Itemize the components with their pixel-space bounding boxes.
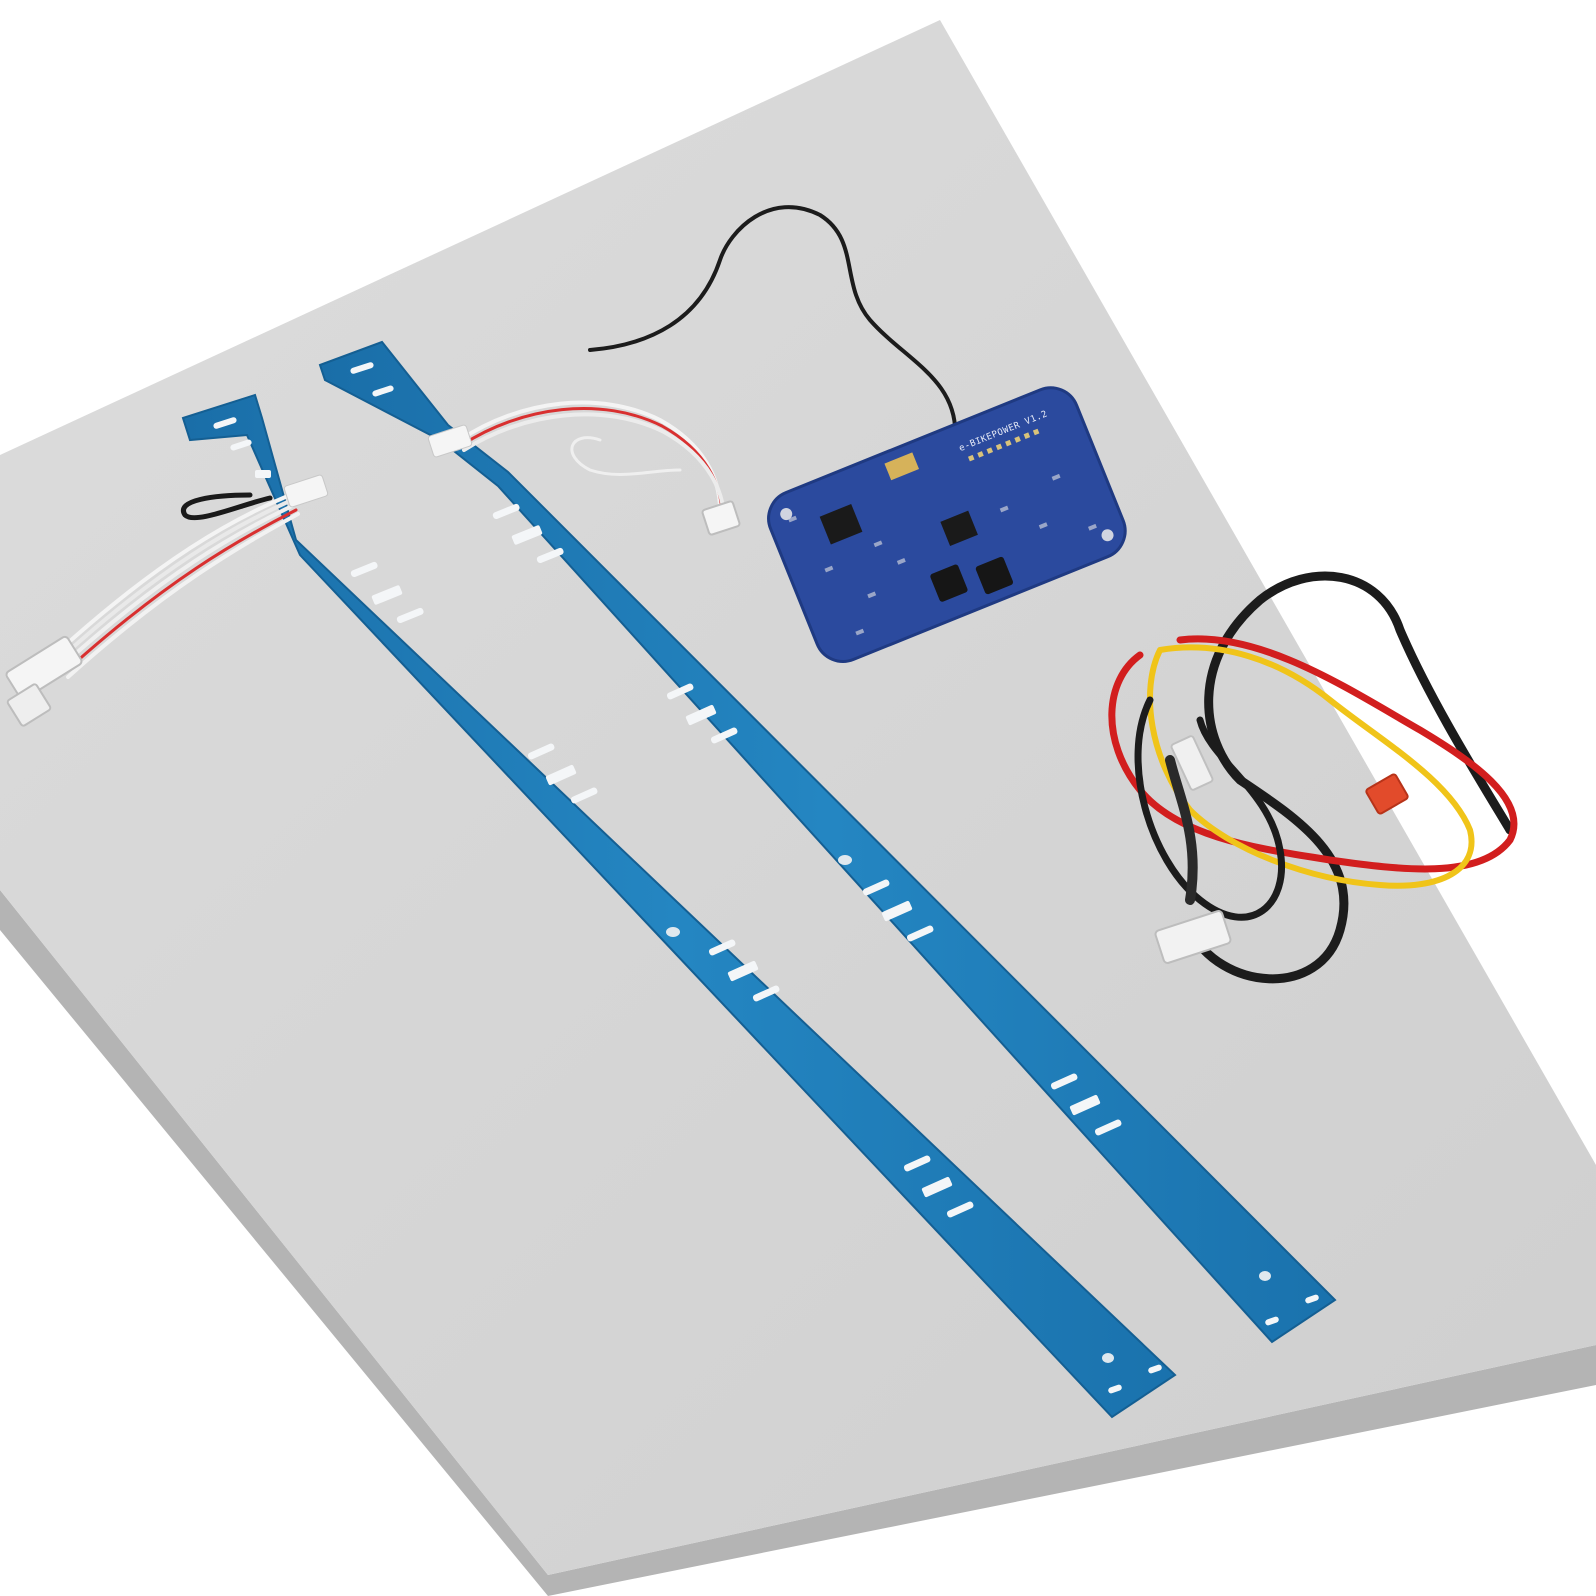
wiring-harness [1108,571,1518,984]
right-strip-slots [350,362,1319,1326]
harness-connector-white [1154,910,1232,964]
right-sensor-strip [318,340,1337,1344]
harness-connector-red [1365,773,1409,815]
left-sensor-strip [181,393,1177,1419]
bms-chip-driver [940,510,978,546]
harness-black-wire-2 [1134,696,1285,921]
right-strip-hole-end [1259,1271,1271,1281]
bms-controller-board: e-BIKEPOWER V1.2 [588,205,1127,663]
bms-antenna-pad [884,452,920,481]
right-strip-wires [458,400,726,522]
bms-chip-main [819,503,863,545]
bms-smd-parts [788,473,1097,636]
bms-pin-header [967,428,1040,462]
left-strip-wires [58,492,300,679]
right-strip-body [318,340,1337,1344]
harness-black-loop [1185,571,1515,984]
bms-mosfet-2 [975,556,1014,595]
bms-mount-hole-1 [780,508,793,521]
right-strip-plug [701,500,741,536]
left-strip-plug-tip [6,683,52,727]
left-strip-connector-board [283,474,329,508]
bms-mount-hole-2 [1101,529,1114,542]
harness-connector-small [1170,735,1214,791]
harness-bundle [1165,755,1198,905]
right-strip-connector-board [427,424,473,458]
right-strip-hole [838,855,852,865]
left-strip-hole [666,927,680,937]
bms-mosfet-1 [930,564,968,602]
left-strip-plug [5,635,83,701]
antenna-wire [588,205,958,442]
left-strip-hole-end [1102,1353,1114,1363]
left-strip-slots [213,417,1162,1394]
